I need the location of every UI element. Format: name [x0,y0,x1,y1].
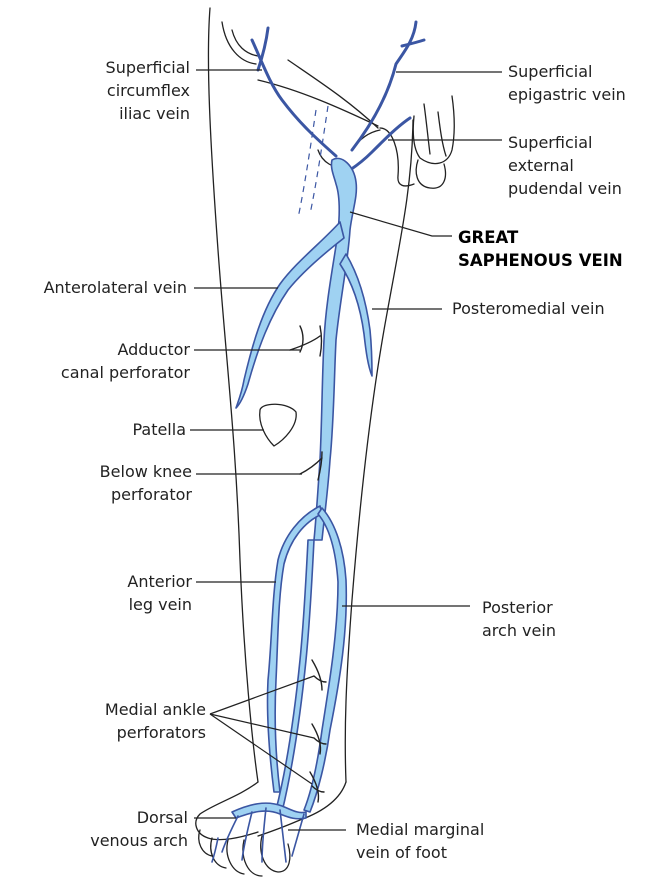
label-line: Posteromedial vein [452,297,605,320]
label-below-knee-perforator: Below knee perforator [100,460,192,506]
label-line: Anterolateral vein [44,276,187,299]
label-line: Below knee [100,460,192,483]
label-patella: Patella [132,418,186,441]
label-line: iliac vein [106,102,190,125]
label-line: Adductor [61,338,190,361]
label-medial-ankle-perforators: Medial ankle perforators [105,698,206,744]
below-knee-perforator-mark [300,452,322,480]
label-superficial-circumflex-iliac-vein: Superficial circumflex iliac vein [106,56,190,125]
label-line: perforators [105,721,206,744]
label-dorsal-venous-arch: Dorsal venous arch [90,806,188,852]
label-line: pudendal vein [508,177,622,200]
label-line: external [508,154,622,177]
label-line: Medial ankle [105,698,206,721]
label-great-saphenous-vein: GREAT SAPHENOUS VEIN [458,226,623,272]
patella-shape [260,404,297,446]
label-superficial-external-pudendal-vein: Superficial external pudendal vein [508,131,622,200]
label-line: Anterior [127,570,192,593]
label-line: circumflex [106,79,190,102]
label-line: Posterior [482,596,556,619]
label-posteromedial-vein: Posteromedial vein [452,297,605,320]
label-line: arch vein [482,619,556,642]
posteromedial-vein-shape [340,254,372,376]
label-line: vein of foot [356,841,484,864]
label-line: SAPHENOUS VEIN [458,249,623,272]
label-line: Superficial [508,131,622,154]
label-medial-marginal-vein-of-foot: Medial marginal vein of foot [356,818,484,864]
label-anterolateral-vein: Anterolateral vein [44,276,187,299]
label-line: epigastric vein [508,83,626,106]
label-line: Dorsal [90,806,188,829]
label-line: leg vein [127,593,192,616]
label-adductor-canal-perforator: Adductor canal perforator [61,338,190,384]
label-line: Superficial [508,60,626,83]
label-line: GREAT [458,226,623,249]
ankle-perforator-1 [312,660,326,690]
label-anterior-leg-vein: Anterior leg vein [127,570,192,616]
adductor-canal-perforator-mark [290,326,322,356]
dorsal-venous-arch-shape [232,803,306,819]
label-superficial-epigastric-vein: Superficial epigastric vein [508,60,626,106]
label-line: Medial marginal [356,818,484,841]
label-line: canal perforator [61,361,190,384]
label-line: venous arch [90,829,188,852]
label-posterior-arch-vein: Posterior arch vein [482,596,556,642]
label-line: Patella [132,418,186,441]
label-line: Superficial [106,56,190,79]
label-line: perforator [100,483,192,506]
